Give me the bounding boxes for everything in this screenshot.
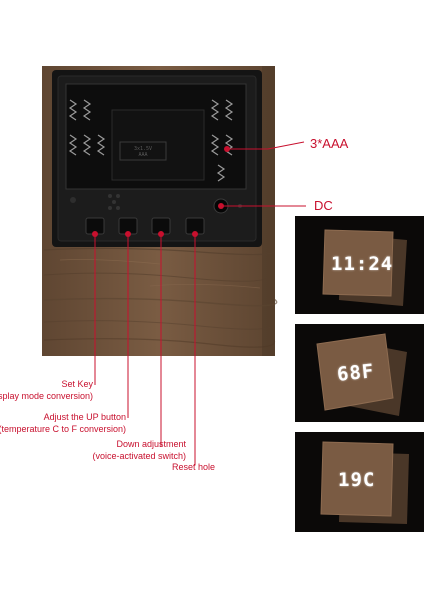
set-key-callout: Set Key (display mode conversion) (0, 378, 93, 402)
reset-line: Reset hole (172, 462, 216, 472)
clock-photo-time (322, 229, 407, 306)
down-line1: Down adjustment (116, 439, 186, 449)
up-line2: (temperature C to F conversion) (0, 424, 126, 434)
reset-hole-callout: Reset hole (172, 461, 215, 473)
clock-photo-celsius (320, 441, 409, 524)
battery-compartment-label: 3x1.5V AAA (122, 146, 164, 158)
battery-callout-label: 3*AAA (310, 136, 349, 151)
down-button-callout: Down adjustment (voice-activated switch) (36, 438, 186, 462)
up-line1: Adjust the UP button (43, 412, 126, 422)
compartment-label-line1: 3x1.5V (133, 146, 153, 152)
speaker-holes (108, 194, 120, 210)
set-key-line2: (display mode conversion) (0, 391, 93, 401)
up-button-callout: Adjust the UP button (temperature C to F… (0, 411, 126, 435)
celsius-readout: 19C (338, 469, 376, 491)
set-key-line1: Set Key (61, 379, 93, 389)
back-panel (52, 70, 262, 247)
time-display-panel: 11:24 (295, 216, 424, 314)
fahrenheit-display-panel: 68F (295, 324, 424, 422)
fahrenheit-readout: 68F (335, 360, 376, 386)
celsius-display-panel: 19C (295, 432, 424, 532)
time-readout: 11:24 (331, 253, 394, 275)
callout-lines (92, 141, 306, 465)
clock-photo-fahrenheit (316, 333, 407, 416)
dc-callout-label: DC (314, 198, 333, 213)
compartment-label-line2: AAA (138, 152, 148, 158)
battery-spring-left (68, 99, 106, 156)
down-line2: (voice-activated switch) (92, 451, 186, 461)
